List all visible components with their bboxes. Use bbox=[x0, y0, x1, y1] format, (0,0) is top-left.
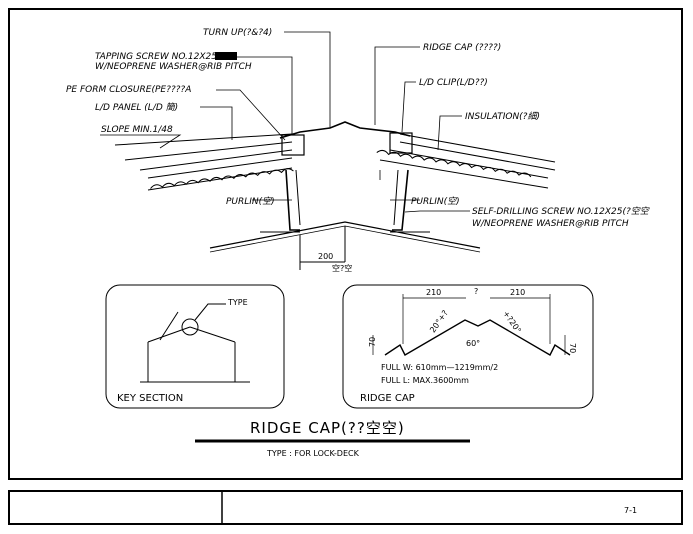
leader-lines bbox=[100, 31, 470, 213]
label-ld-panel: L/D PANEL (L/D 簡) bbox=[95, 102, 178, 113]
rc-full-l: FULL L: MAX.3600mm bbox=[381, 376, 469, 385]
rc-dim-70-right: 70 bbox=[568, 343, 577, 353]
dim-200: 200 bbox=[318, 252, 333, 261]
key-section-box: TYPE KEY SECTION bbox=[105, 284, 285, 409]
outer-border bbox=[8, 8, 683, 480]
label-ld-clip: L/D CLIP(L/D??) bbox=[419, 78, 488, 88]
drawing-subtitle: TYPE : FOR LOCK-DECK bbox=[266, 449, 360, 458]
label-self-drill-1: SELF-DRILLING SCREW NO.12X25(?空空 bbox=[472, 206, 650, 217]
rc-dim-20-right: +?20° bbox=[501, 309, 523, 335]
label-tapping-screw-1: TAPPING SCREW NO.12X25( bbox=[95, 52, 221, 62]
label-self-drill-2: W/NEOPRENE WASHER@RIB PITCH bbox=[472, 219, 629, 229]
rc-full-w: FULL W: 610mm—1219mm/2 bbox=[381, 363, 498, 372]
ridge-detail bbox=[114, 121, 556, 270]
rc-dim-210-right: 210 bbox=[510, 288, 525, 297]
title-block-code: 7-1 bbox=[624, 506, 637, 515]
ridge-cap-box-title: RIDGE CAP bbox=[360, 393, 415, 404]
key-section-type: TYPE bbox=[227, 298, 248, 307]
rc-dim-angle-top: ? bbox=[474, 287, 478, 296]
key-section-title: KEY SECTION bbox=[117, 393, 183, 404]
dim-200-note: 空?空 bbox=[332, 263, 352, 273]
rc-dim-70-left: 70 bbox=[368, 337, 377, 347]
label-purlin-left: PURLIN(空) bbox=[226, 196, 275, 207]
drawing-title: RIDGE CAP(??空空) bbox=[250, 419, 405, 437]
label-slope: SLOPE MIN.1/48 bbox=[101, 125, 173, 135]
rc-dim-60: 60° bbox=[466, 339, 480, 348]
label-redacted-box bbox=[215, 52, 237, 60]
ridge-cap-box: 210 210 ? 20°+? +?20° 60° 70 70 FULL W: … bbox=[342, 284, 594, 409]
label-ridge-cap: RIDGE CAP (????) bbox=[423, 43, 501, 53]
label-insulation: INSULATION(?細) bbox=[465, 111, 540, 122]
title-block-border bbox=[8, 490, 683, 525]
label-tapping-screw-2: W/NEOPRENE WASHER@RIB PITCH bbox=[95, 62, 252, 72]
label-purlin-right: PURLIN(空) bbox=[411, 196, 460, 207]
label-turn-up: TURN UP(?&?4) bbox=[203, 28, 272, 38]
label-pe-form: PE FORM CLOSURE(PE????A bbox=[66, 85, 191, 95]
rc-dim-210-left: 210 bbox=[426, 288, 441, 297]
